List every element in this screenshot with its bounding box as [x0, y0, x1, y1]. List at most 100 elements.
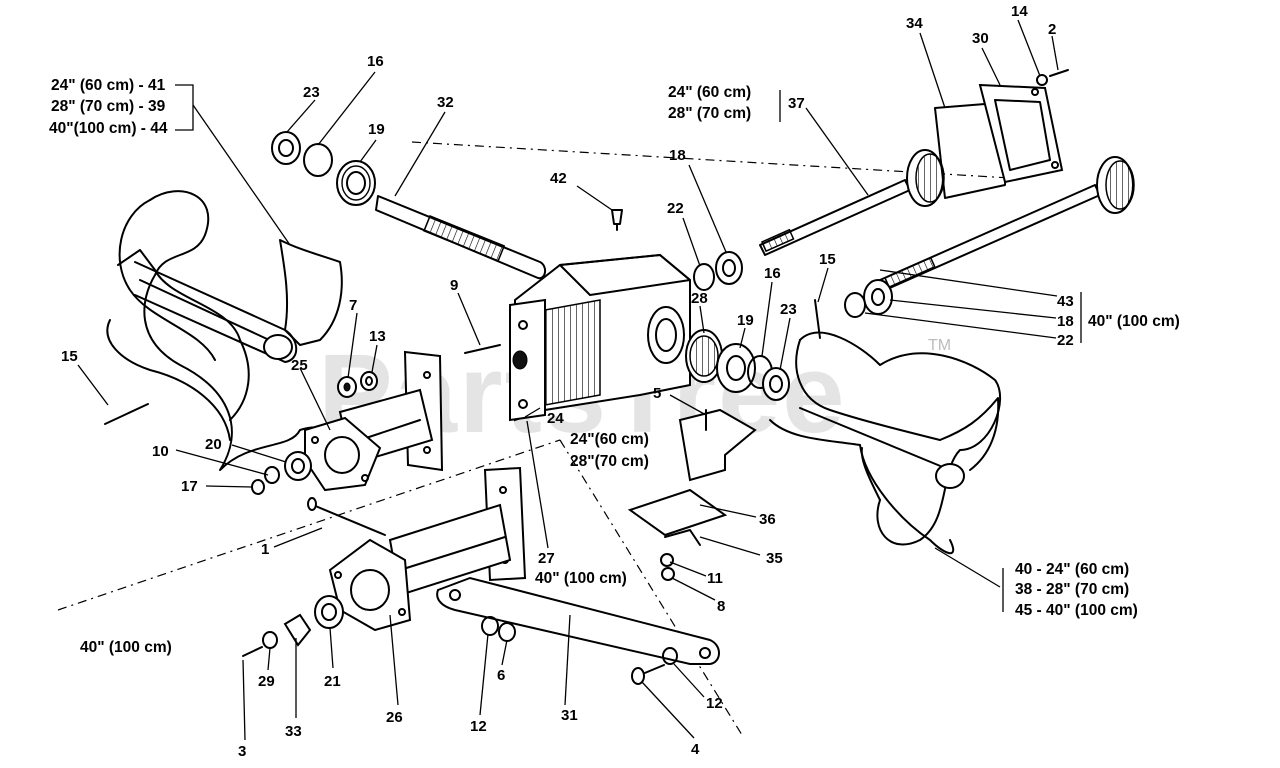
callout-numbers: 23 16 19 32 42 18 22 34 30 14 2 9 28 19 …: [61, 3, 1074, 760]
callout-8: 8: [717, 598, 725, 615]
callout-37: 37: [788, 95, 805, 112]
part-21-bearing: [314, 595, 344, 629]
bolt-4: [631, 664, 665, 685]
right-auger: [769, 331, 1001, 555]
leader-lines: [77, 19, 1082, 741]
callout-28: 28: [691, 290, 708, 307]
part-18-bearing-upper: [715, 251, 743, 285]
part-22-spacer-lower: [844, 292, 866, 318]
callout-15-left: 15: [61, 348, 78, 365]
callout-16-right: 16: [764, 265, 781, 282]
part-23-left: [271, 131, 301, 165]
left-auger: [106, 190, 343, 471]
pin-9: [464, 344, 501, 354]
part-12-washer-right: [662, 647, 678, 665]
upper-tube-flange-25: [304, 350, 444, 492]
callout-18-upper: 18: [669, 147, 686, 164]
part-31-bracket-arm: [436, 576, 720, 665]
callout-36: 36: [759, 511, 776, 528]
callout-43: 43: [1057, 293, 1074, 310]
callout-4: 4: [691, 741, 700, 758]
callout-12-right: 12: [706, 695, 723, 712]
note-shaft37-2: 28" (70 cm): [668, 105, 751, 122]
note-bottom-left: 40" (100 cm): [80, 639, 172, 656]
callout-14: 14: [1011, 3, 1028, 20]
callout-23-left: 23: [303, 84, 320, 101]
part-23-right: [762, 367, 790, 401]
part-37-shaft-gear: [759, 149, 945, 256]
callout-35: 35: [766, 550, 783, 567]
note-auger-right-3: 45 - 40" (100 cm): [1015, 602, 1138, 619]
axis-line-lower: [57, 439, 561, 611]
callout-27: 27: [538, 550, 555, 567]
watermark-trademark: TM: [928, 337, 951, 354]
part-11-washer: [660, 553, 674, 567]
part-13-washer: [360, 371, 378, 391]
note-housing27: 40" (100 cm): [535, 570, 627, 587]
callout-7: 7: [349, 297, 357, 314]
callout-1: 1: [261, 541, 269, 558]
part-30-cover: [978, 83, 1064, 184]
bracket-5: [678, 408, 757, 482]
callout-25: 25: [291, 357, 308, 374]
callout-15-right: 15: [819, 251, 836, 268]
note-auger-right-2: 38 - 28" (70 cm): [1015, 581, 1129, 598]
part-22-spacer-upper: [693, 263, 715, 291]
callout-11: 11: [707, 570, 723, 587]
part-17-washer: [251, 479, 265, 495]
callout-5: 5: [653, 385, 661, 402]
plate-35: [664, 529, 701, 546]
callout-9: 9: [450, 277, 458, 294]
part-12-washer-left: [481, 616, 499, 636]
part-32-worm-shaft: [375, 195, 546, 280]
part-19-left-bearing: [336, 160, 376, 206]
part-8-nut: [661, 567, 675, 581]
bolt-1: [312, 504, 386, 536]
callout-13: 13: [369, 328, 386, 345]
part-20-bearing: [284, 451, 312, 481]
callout-30: 30: [972, 30, 989, 47]
part-33-fitting: [283, 613, 312, 647]
callout-19-right: 19: [737, 312, 754, 329]
callout-3: 3: [238, 743, 246, 760]
bolt-3: [242, 646, 263, 657]
callout-16-left: 16: [367, 53, 384, 70]
bracket-left-auger: [175, 84, 194, 131]
part-6-nut: [498, 622, 516, 642]
callout-24: 24: [547, 410, 564, 427]
gearbox-housing: [509, 253, 691, 422]
callout-29: 29: [258, 673, 275, 690]
part-7-nut: [337, 376, 357, 398]
callout-10: 10: [152, 443, 169, 460]
note-shaft43-size: 40" (100 cm): [1088, 313, 1180, 330]
callout-6: 6: [497, 667, 505, 684]
note-auger-left-1: 24" (60 cm) - 41: [51, 77, 166, 94]
part-29-washer: [262, 631, 278, 649]
callout-18-lower: 18: [1057, 313, 1074, 330]
axis-line-vertical: [559, 439, 743, 736]
note-auger-right-1: 40 - 24" (60 cm): [1015, 561, 1129, 578]
note-auger-left-2: 28" (70 cm) - 39: [51, 98, 166, 115]
pin-15-left: [104, 403, 149, 425]
axis-line-upper: [411, 141, 1011, 179]
note-shaft37-1: 24" (60 cm): [668, 84, 751, 101]
plate-36: [627, 488, 728, 537]
note-housing24-2: 28"(70 cm): [570, 453, 649, 470]
callout-33: 33: [285, 723, 302, 740]
callout-17: 17: [181, 478, 198, 495]
callout-22-lower: 22: [1057, 332, 1074, 349]
screw-2: [1049, 69, 1069, 77]
callout-22-upper: 22: [667, 200, 684, 217]
callout-34: 34: [906, 15, 923, 32]
callout-20: 20: [205, 436, 222, 453]
part-10-washer: [264, 466, 280, 484]
callout-32: 32: [437, 94, 454, 111]
part-18-bearing-lower: [863, 279, 893, 315]
lower-tube-flange-26: [328, 466, 527, 632]
callout-23-right: 23: [780, 301, 797, 318]
note-housing24-1: 24"(60 cm): [570, 431, 649, 448]
note-auger-left-3: 40"(100 cm) - 44: [49, 120, 168, 137]
callout-2: 2: [1048, 21, 1056, 38]
